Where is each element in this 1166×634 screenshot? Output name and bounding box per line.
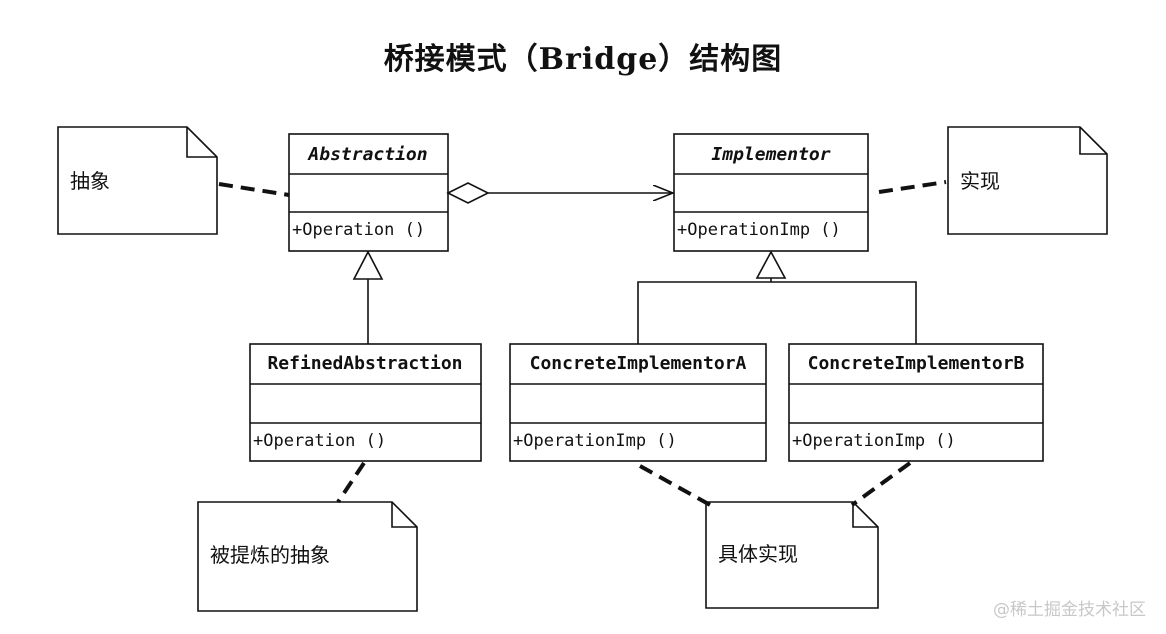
class-concrete-implementor-b-operation: +OperationImp () (792, 431, 956, 451)
class-abstraction: Abstraction +Operation () (288, 133, 449, 252)
class-implementor: Implementor +OperationImp () (673, 133, 869, 252)
diagram-title: 桥接模式（Bridge）结构图 (383, 42, 783, 77)
note-abstraction-text: 抽象 (70, 169, 110, 193)
inheritance-triangle (352, 250, 384, 280)
inheritance-refined-to-abstraction (352, 250, 384, 344)
note-abstraction: 抽象 (57, 126, 218, 235)
note-concrete-implementation-text: 具体实现 (718, 542, 798, 566)
inheritance-concrete-to-implementor (637, 250, 917, 344)
note-refined-abstraction-text: 被提炼的抽象 (210, 543, 330, 567)
note-implementation: 实现 (947, 126, 1108, 235)
class-concrete-implementor-a-operation: +OperationImp () (513, 431, 677, 451)
class-concrete-implementor-a-name: ConcreteImplementorA (530, 353, 747, 374)
class-abstraction-operation: +Operation () (292, 220, 425, 240)
aggregation-relationship (446, 182, 673, 204)
class-concrete-implementor-b-name: ConcreteImplementorB (808, 353, 1025, 374)
class-refined-abstraction: RefinedAbstraction +Operation () (249, 343, 482, 462)
note-refined-abstraction: 被提炼的抽象 (197, 501, 418, 612)
note-connector-abstraction (218, 182, 290, 197)
class-refined-abstraction-name: RefinedAbstraction (267, 353, 462, 374)
class-implementor-operation: +OperationImp () (677, 220, 841, 240)
note-connector-concrete-b (850, 461, 912, 507)
note-concrete-implementation: 具体实现 (705, 501, 879, 609)
watermark: @稀土掘金技术社区 (993, 600, 1146, 620)
class-implementor-name: Implementor (711, 144, 830, 165)
aggregation-diamond (446, 182, 490, 204)
note-connector-concrete-a (639, 464, 713, 508)
class-concrete-implementor-b: ConcreteImplementorB +OperationImp () (788, 343, 1044, 462)
inheritance-triangle (755, 250, 787, 279)
class-refined-abstraction-operation: +Operation () (253, 431, 386, 451)
note-connector-implementation (878, 180, 947, 194)
note-connector-refined (336, 461, 366, 504)
class-concrete-implementor-a: ConcreteImplementorA +OperationImp () (509, 343, 767, 462)
note-implementation-text: 实现 (960, 169, 1000, 193)
class-abstraction-name: Abstraction (307, 144, 427, 165)
